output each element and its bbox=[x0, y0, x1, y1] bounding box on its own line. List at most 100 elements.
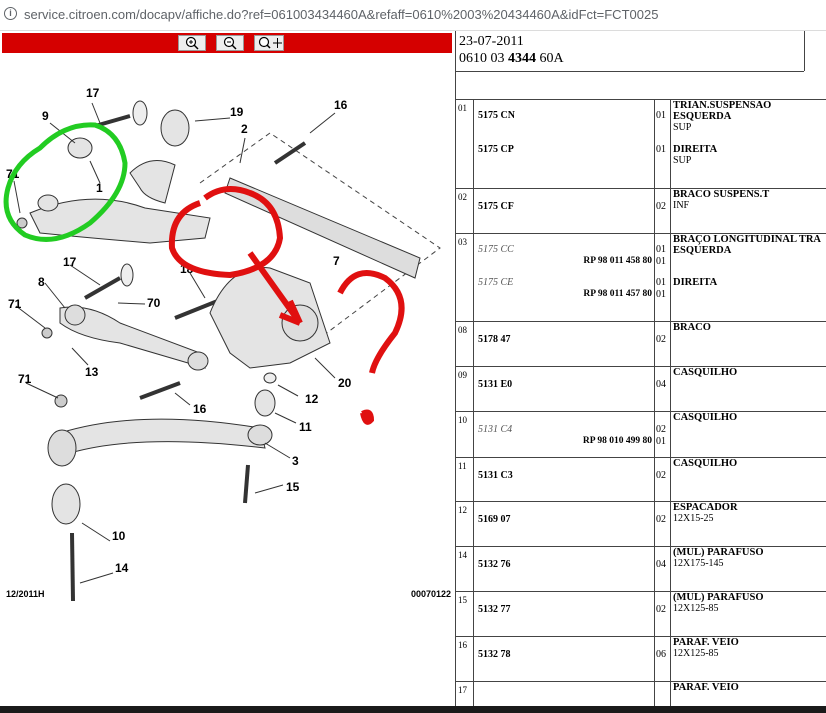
part-spec: SUP bbox=[673, 122, 692, 133]
part-title: PARAF. VEIO bbox=[673, 637, 739, 648]
bolt-17a bbox=[94, 114, 131, 128]
callout-9: 9 bbox=[42, 109, 49, 123]
qty-cell: 06 bbox=[654, 637, 671, 681]
parts-header: 23-07-2011 0610 03 4344 60A bbox=[456, 31, 804, 72]
row-index: 16 bbox=[456, 637, 474, 681]
description-cell: CASQUILHO bbox=[671, 412, 826, 457]
callout-13: 13 bbox=[85, 365, 99, 379]
part-qty: 04 bbox=[656, 559, 666, 570]
callout-14: 14 bbox=[115, 561, 129, 575]
part-title: CASQUILHO bbox=[673, 412, 738, 423]
part-ref: 5178 47 bbox=[478, 334, 511, 345]
description-cell: PARAF. VEIO bbox=[671, 682, 826, 711]
row-index: 15 bbox=[456, 592, 474, 636]
callout-12: 12 bbox=[305, 392, 319, 406]
part-qty: 02 bbox=[656, 424, 666, 435]
callout-15: 15 bbox=[286, 480, 300, 494]
zoom-move-icon bbox=[258, 36, 282, 49]
bolt-16b bbox=[139, 381, 181, 400]
callout-71b: 71 bbox=[8, 297, 22, 311]
header-gap bbox=[456, 71, 826, 100]
part-qty: 02 bbox=[656, 604, 666, 615]
part-ref: 5132 77 bbox=[478, 604, 511, 615]
row-index: 08 bbox=[456, 322, 474, 366]
red-question-mark bbox=[337, 270, 405, 374]
ref-cell: 5132 76 bbox=[474, 547, 655, 591]
zoom-move-button[interactable] bbox=[254, 35, 284, 51]
row-index: 14 bbox=[456, 547, 474, 591]
qty-cell bbox=[654, 682, 671, 711]
part-ref: 5175 CC bbox=[478, 244, 514, 255]
header-divider bbox=[804, 31, 805, 71]
part-ref: 5131 E0 bbox=[478, 379, 513, 390]
description-cell: BRACO bbox=[671, 322, 826, 366]
zoom-in-icon bbox=[185, 36, 199, 50]
part-spec: 12X15-25 bbox=[673, 513, 714, 524]
part-qty: 04 bbox=[656, 379, 666, 390]
header-ref: 0610 03 4344 60A bbox=[459, 51, 564, 66]
bolt-17b bbox=[84, 276, 121, 300]
part-ref: 5132 76 bbox=[478, 559, 511, 570]
suspension-diagram[interactable]: 17 9 19 16 2 71 1 18 7 17 8 70 71 13 16 … bbox=[0, 53, 455, 703]
row-index: 01 bbox=[456, 100, 474, 188]
bushing-9 bbox=[67, 137, 93, 159]
qty-cell: 04 bbox=[654, 367, 671, 411]
diagram-panel: 17 9 19 16 2 71 1 18 7 17 8 70 71 13 16 … bbox=[0, 31, 456, 706]
part-qty: 02 bbox=[656, 470, 666, 481]
callout-8: 8 bbox=[38, 275, 45, 289]
qty-cell: 02 bbox=[654, 592, 671, 636]
callout-20: 20 bbox=[338, 376, 352, 390]
zoom-in-button[interactable] bbox=[178, 35, 206, 51]
ref-cell: 5132 77 bbox=[474, 592, 655, 636]
description-cell: CASQUILHO bbox=[671, 367, 826, 411]
row-index: 09 bbox=[456, 367, 474, 411]
part-title: (MUL) PARAFUSO bbox=[673, 592, 764, 603]
url-text[interactable]: service.citroen.com/docapv/affiche.do?re… bbox=[24, 7, 659, 22]
part-ref: 5175 CE bbox=[478, 277, 514, 288]
bolt-15 bbox=[243, 464, 250, 504]
part-qty: 06 bbox=[656, 649, 666, 660]
part-qty-secondary: 01 bbox=[656, 436, 666, 447]
callout-1: 1 bbox=[96, 181, 103, 195]
zoom-toolbar bbox=[2, 33, 452, 53]
callout-7: 7 bbox=[333, 254, 340, 268]
qty-cell: 02 bbox=[654, 189, 671, 233]
row-index: 02 bbox=[456, 189, 474, 233]
info-icon[interactable]: i bbox=[4, 7, 17, 20]
callout-17b: 17 bbox=[63, 255, 77, 269]
diagram-image-code: 00070122 bbox=[410, 589, 451, 599]
part-ref: 5169 07 bbox=[478, 514, 511, 525]
row-index: 17 bbox=[456, 682, 474, 711]
part-title: DIREITA bbox=[673, 144, 718, 155]
zoom-out-button[interactable] bbox=[216, 35, 244, 51]
ref-cell: 5175 CF bbox=[474, 189, 655, 233]
part-title-side: ESQUERDA bbox=[673, 111, 732, 122]
address-bar[interactable]: i service.citroen.com/docapv/affiche.do?… bbox=[0, 0, 826, 31]
part-qty: 02 bbox=[656, 201, 666, 212]
callout-3: 3 bbox=[292, 454, 299, 468]
bolt-14 bbox=[70, 532, 75, 602]
row-index: 10 bbox=[456, 412, 474, 457]
ref-cell: 5178 47 bbox=[474, 322, 655, 366]
part-ref: 5175 CF bbox=[478, 201, 514, 212]
table-row[interactable]: 09 5131 E0 04 CASQUILHO bbox=[456, 367, 826, 412]
callout-70: 70 bbox=[147, 296, 161, 310]
callout-10: 10 bbox=[112, 529, 126, 543]
